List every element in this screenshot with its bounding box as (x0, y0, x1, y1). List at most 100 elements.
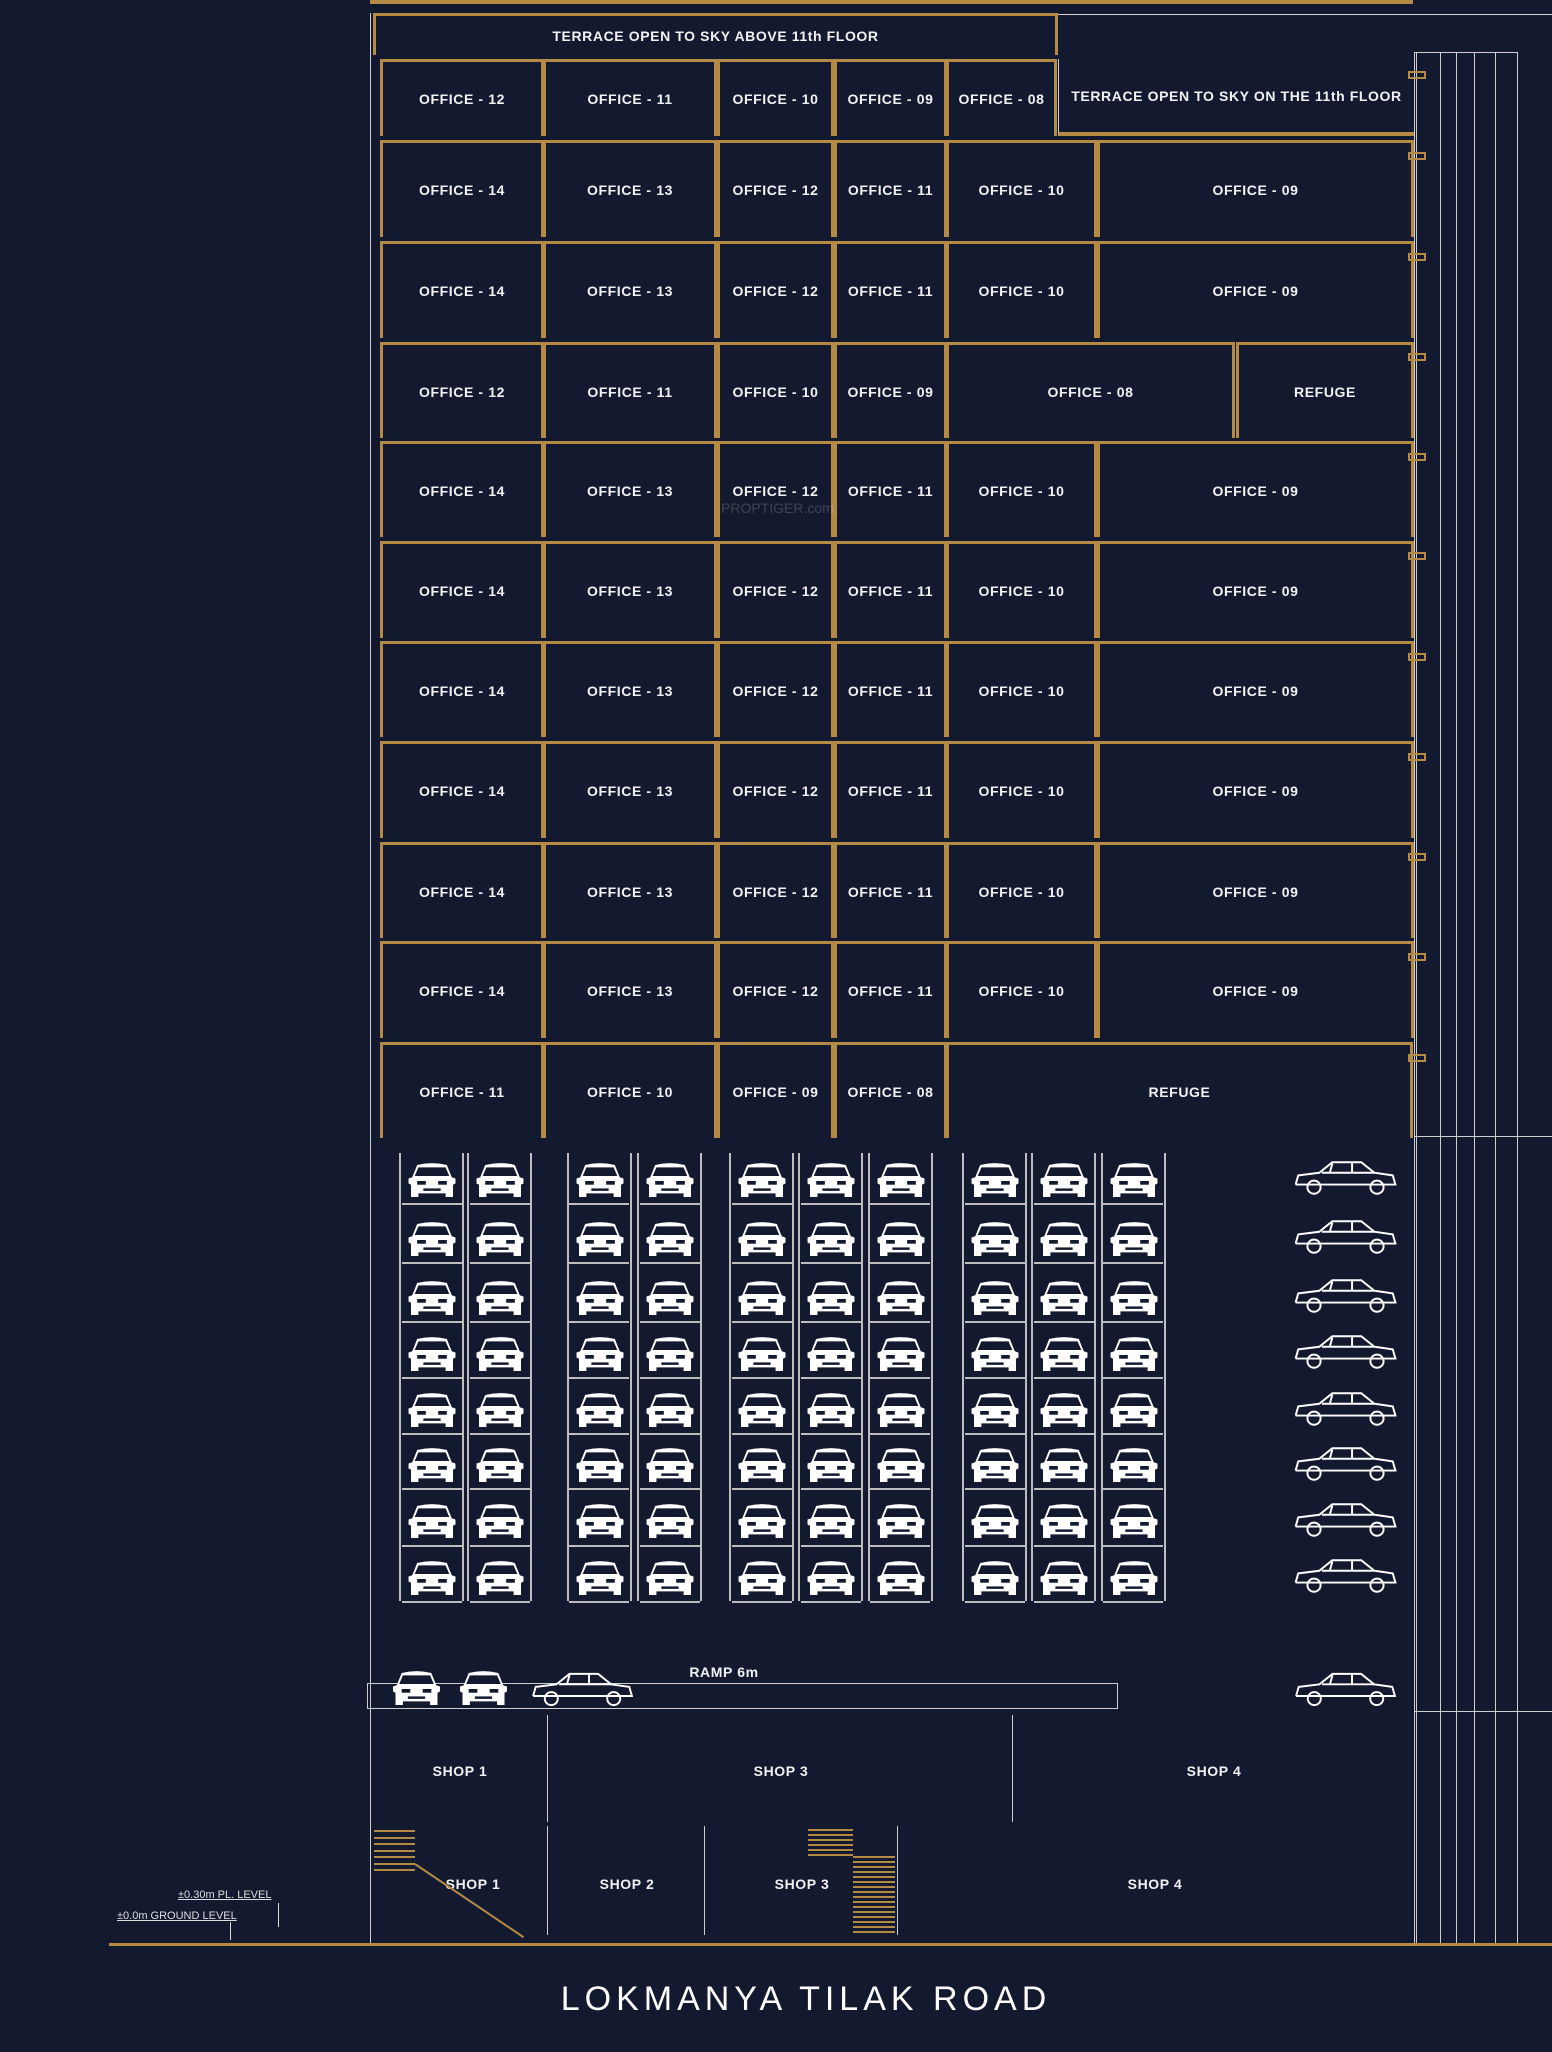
car-icon (872, 1334, 930, 1376)
car-icon (1035, 1278, 1093, 1320)
car-icon (1035, 1390, 1093, 1432)
car-icon (1035, 1219, 1093, 1261)
car-icon (966, 1219, 1024, 1261)
facade-line (1456, 52, 1457, 1944)
room-label: OFFICE - 14 (419, 883, 505, 900)
car-side-icon (1293, 1331, 1398, 1373)
car-icon (802, 1390, 860, 1432)
parking-tray (569, 1433, 629, 1435)
car-icon (471, 1501, 529, 1543)
car-icon (571, 1278, 629, 1320)
room-label: OFFICE - 10 (978, 182, 1065, 198)
car-icon (872, 1501, 930, 1543)
room-label: OFFICE - 10 (978, 883, 1065, 900)
balcony-bracket (1408, 71, 1426, 79)
shop-label: SHOP 2 (599, 1876, 655, 1892)
parking-tray (402, 1488, 462, 1490)
parking-tray (470, 1601, 530, 1603)
car-icon (966, 1501, 1024, 1543)
room-cell: OFFICE - 08 (834, 1042, 947, 1138)
parking-tray (640, 1377, 700, 1379)
stair-tread (374, 1863, 415, 1865)
car-icon (1105, 1501, 1163, 1543)
parking-tray (470, 1203, 530, 1205)
room-label: OFFICE - 11 (847, 482, 934, 499)
room-label: TERRACE OPEN TO SKY ON THE 11th FLOOR (1071, 87, 1402, 104)
parking-rack-post (1094, 1153, 1096, 1601)
room-cell: OFFICE - 12 (717, 741, 834, 838)
parking-tray (801, 1545, 861, 1547)
car-icon (1105, 1278, 1163, 1320)
room-cell: OFFICE - 14 (380, 941, 544, 1038)
parking-tray (965, 1433, 1025, 1435)
room-cell: OFFICE - 12 (717, 641, 834, 737)
room-label: OFFICE - 11 (847, 182, 934, 198)
room-label: OFFICE - 10 (587, 1083, 673, 1100)
car-icon (571, 1219, 629, 1261)
room-cell: OFFICE - 12 (380, 342, 544, 438)
parking-tray (1103, 1321, 1163, 1323)
parking-tray (1103, 1262, 1163, 1264)
car-icon (471, 1558, 529, 1600)
room-label: REFUGE (1148, 1083, 1211, 1100)
balcony-bracket (1408, 152, 1426, 160)
stair-stringer (414, 1863, 525, 1939)
room-cell: OFFICE - 13 (543, 842, 717, 938)
room-label: OFFICE - 13 (587, 983, 673, 999)
room-label: OFFICE - 08 (958, 91, 1045, 107)
facade-line-h (1414, 1711, 1552, 1712)
room-label: OFFICE - 12 (419, 91, 505, 107)
room-label: OFFICE - 13 (587, 883, 673, 900)
room-label: OFFICE - 10 (978, 482, 1065, 499)
parking-tray (470, 1321, 530, 1323)
room-label: OFFICE - 10 (732, 383, 819, 400)
room-cell: OFFICE - 09 (1097, 842, 1414, 938)
parking-tray (801, 1433, 861, 1435)
car-icon (571, 1501, 629, 1543)
room-label: OFFICE - 11 (847, 682, 934, 699)
room-label: OFFICE - 14 (419, 283, 505, 299)
parking-rack-post (399, 1153, 401, 1601)
pl-level-label: ±0.30m PL. LEVEL (178, 1889, 272, 1901)
room-label: OFFICE - 14 (419, 583, 505, 599)
parking-tray (965, 1377, 1025, 1379)
room-cell: OFFICE - 08 (946, 342, 1235, 438)
room-label: OFFICE - 12 (732, 182, 819, 198)
parking-tray (1034, 1601, 1094, 1603)
room-label: OFFICE - 12 (732, 983, 819, 999)
building-left-edge (370, 13, 371, 1944)
facade-line (1440, 52, 1441, 1944)
car-icon (802, 1334, 860, 1376)
room-label: OFFICE - 11 (847, 983, 934, 999)
room-label: OFFICE - 10 (978, 983, 1065, 999)
room-label: OFFICE - 10 (978, 283, 1065, 299)
room-label: OFFICE - 08 (1047, 383, 1134, 400)
car-icon (1035, 1160, 1093, 1202)
parking-tray (640, 1545, 700, 1547)
parking-tray (870, 1203, 930, 1205)
car-icon (802, 1160, 860, 1202)
parking-tray (732, 1203, 792, 1205)
parking-rack-post (1101, 1153, 1103, 1601)
room-label: OFFICE - 12 (732, 883, 819, 900)
car-side-icon (1293, 1216, 1398, 1258)
room-label: OFFICE - 13 (587, 783, 673, 799)
balcony-bracket (1408, 753, 1426, 761)
car-icon (403, 1501, 461, 1543)
parking-tray (965, 1488, 1025, 1490)
balcony-bracket (1408, 353, 1426, 361)
car-side-icon (1293, 1275, 1398, 1317)
parking-rack-post (1025, 1153, 1027, 1601)
car-icon (966, 1160, 1024, 1202)
car-icon (1035, 1334, 1093, 1376)
room-label: OFFICE - 09 (1212, 583, 1299, 599)
room-cell: OFFICE - 09 (1097, 741, 1414, 838)
ground-line (109, 1943, 1552, 1946)
room-label: OFFICE - 09 (847, 383, 934, 400)
room-cell: OFFICE - 11 (834, 241, 947, 338)
room-cell: OFFICE - 14 (380, 140, 544, 237)
ground-level-label: ±0.0m GROUND LEVEL (117, 1910, 237, 1922)
car-icon (403, 1160, 461, 1202)
car-icon (641, 1558, 699, 1600)
room-cell: OFFICE - 14 (380, 741, 544, 838)
